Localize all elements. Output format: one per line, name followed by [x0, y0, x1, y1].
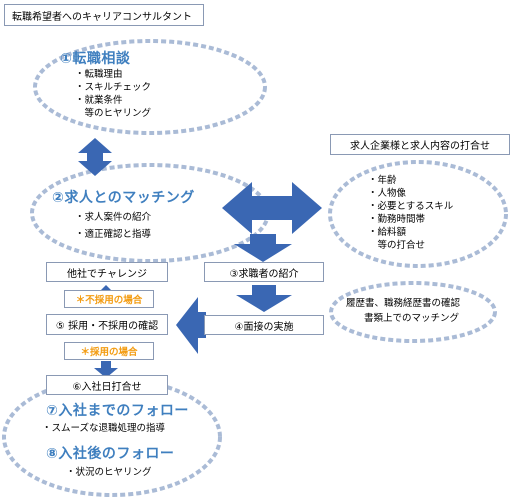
- step2-item: ・適正確認と指導: [75, 229, 152, 240]
- step4-text: ④面接の実施: [234, 321, 294, 333]
- company-header-text: 求人企業様と求人内容の打合せ: [350, 141, 490, 152]
- adopted-box: ＊採用の場合: [64, 342, 154, 360]
- not-adopted-text: ＊不採用の場合: [75, 295, 143, 306]
- page-title-text: 転職希望者へのキャリアコンサルタント: [12, 11, 192, 23]
- step8-item: ・状況のヒヤリング: [66, 467, 152, 478]
- follow-ellipse: [2, 377, 222, 497]
- step1-heading: ①転職相談: [60, 51, 131, 67]
- step4-box: ④面接の実施: [204, 315, 324, 335]
- company-item: ・給料額: [368, 227, 407, 238]
- arrow-down-to-step4: [236, 285, 292, 312]
- step3-box: ③求職者の紹介: [204, 262, 324, 282]
- not-adopted-box: ＊不採用の場合: [64, 290, 154, 308]
- arrow-down-to-step3: [234, 234, 292, 262]
- step1-item: ・スキルチェック: [75, 82, 152, 93]
- document-check-line: 書類上でのマッチング: [364, 313, 460, 324]
- step5-text: ⑤ 採用・不採用の確認: [55, 321, 159, 332]
- document-check-ellipse: [329, 281, 497, 343]
- step2-item: ・求人案件の紹介: [75, 212, 152, 223]
- arrow-left-to-step5: [176, 297, 206, 354]
- step5-box: ⑤ 採用・不採用の確認: [46, 314, 168, 335]
- step1-item: 等のヒヤリング: [75, 108, 152, 119]
- step6-box: ⑥入社日打合せ: [46, 375, 168, 395]
- company-items: ・年齢 ・人物像 ・必要とするスキル ・勤務時間帯 ・給料額 等の打合せ: [368, 174, 453, 252]
- step7-item: ・スムーズな退職処理の指導: [42, 423, 166, 434]
- step1-item: ・就業条件: [75, 95, 123, 106]
- adopted-text: ＊採用の場合: [80, 347, 138, 358]
- arrow-down-to-step6: [94, 361, 118, 378]
- double-arrow-vertical: [78, 138, 112, 176]
- other-company-text: 他社でチャレンジ: [67, 268, 147, 280]
- company-item: ・必要とするスキル: [368, 201, 454, 212]
- other-company-box: 他社でチャレンジ: [46, 262, 168, 282]
- company-item: ・人物像: [368, 188, 407, 199]
- page-title: 転職希望者へのキャリアコンサルタント: [4, 4, 204, 26]
- step6-text: ⑥入社日打合せ: [72, 381, 142, 393]
- step2-items: ・求人案件の紹介 ・適正確認と指導: [75, 209, 151, 243]
- step8-heading: ⑧入社後のフォロー: [46, 446, 175, 462]
- company-item: 等の打合せ: [368, 240, 426, 251]
- document-check-line: 履歴書、職務経歴書の確認: [346, 298, 461, 309]
- company-item: ・年齢: [368, 175, 397, 186]
- company-item: ・勤務時間帯: [368, 214, 426, 225]
- step1-ellipse: [33, 39, 267, 135]
- step7-heading: ⑦入社までのフォロー: [46, 403, 189, 419]
- document-check: 履歴書、職務経歴書の確認 書類上でのマッチング: [346, 296, 460, 326]
- step2-heading: ②求人とのマッチング: [52, 190, 195, 206]
- step3-text: ③求職者の紹介: [229, 268, 299, 280]
- company-ellipse: [328, 160, 508, 268]
- step1-item: ・転職理由: [75, 69, 123, 80]
- step1-items: ・転職理由 ・スキルチェック ・就業条件 等のヒヤリング: [75, 68, 151, 120]
- double-arrow-horizontal: [222, 182, 322, 234]
- company-header-box: 求人企業様と求人内容の打合せ: [330, 134, 510, 155]
